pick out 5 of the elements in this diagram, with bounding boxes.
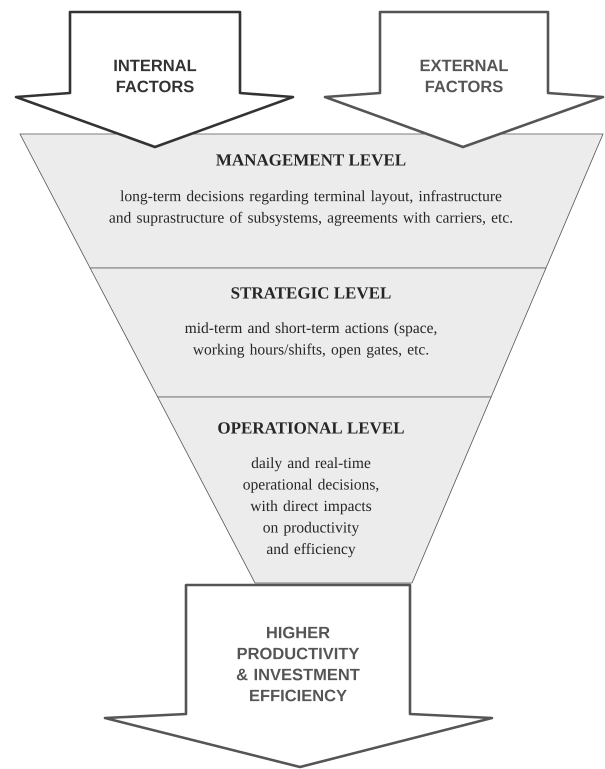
funnel-level: OPERATIONAL LEVEL daily and real-time operational decisions, with direct impacts on productivity and efficiency bbox=[157, 396, 492, 584]
arrow-shaped-box: INTERNAL FACTORS bbox=[14, 10, 294, 148]
arrow-shaped-box: EXTERNAL FACTORS bbox=[324, 10, 604, 148]
node-label: EXTERNAL FACTORS bbox=[420, 60, 508, 92]
arrow-shaped-box: HIGHER PRODUCTIVITY & INVESTMENT EFFICIENCY bbox=[104, 584, 494, 768]
